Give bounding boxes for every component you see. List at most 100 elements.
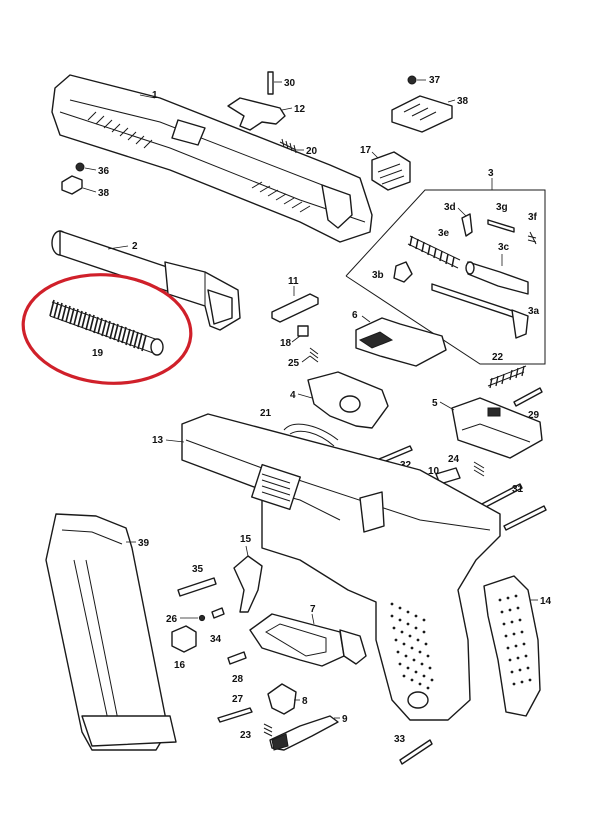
label-33: 33 <box>394 734 406 745</box>
part-28 <box>227 651 247 665</box>
label-18: 18 <box>280 338 292 349</box>
slide-serrations <box>87 111 311 213</box>
label-11: 11 <box>288 276 299 287</box>
part-magazine <box>45 513 177 751</box>
part-34 <box>211 607 225 619</box>
label-14: 14 <box>540 596 552 607</box>
leader-2 <box>107 245 129 250</box>
label-13: 13 <box>152 435 164 446</box>
part-spring-25 <box>309 347 319 363</box>
label-24: 24 <box>448 454 460 465</box>
label-5: 5 <box>432 398 438 409</box>
label-6: 6 <box>352 310 358 321</box>
part-3c <box>465 261 529 295</box>
leader-18 <box>291 335 301 343</box>
part-rear-sight <box>61 175 83 195</box>
part-4 <box>307 371 389 429</box>
part-front-sight-block <box>391 95 453 133</box>
label-22: 22 <box>492 352 504 363</box>
label-32: 32 <box>400 460 412 471</box>
part-cover-17 <box>371 151 411 191</box>
part-3g <box>487 219 515 233</box>
label-3f: 3f <box>528 212 538 223</box>
part-9 <box>269 715 339 751</box>
part-slide-stop-11 <box>271 293 319 323</box>
part-trigger-bar-6 <box>355 317 447 367</box>
leader-38a <box>82 187 97 193</box>
leader-3d <box>457 207 467 217</box>
leader-6 <box>361 315 371 323</box>
label-39: 39 <box>138 538 150 549</box>
label-16: 16 <box>174 660 186 671</box>
subassembly-box-3 <box>345 189 546 365</box>
label-2: 2 <box>132 241 138 252</box>
part-26 <box>198 614 206 622</box>
part-3e-spring <box>407 235 461 269</box>
frame-grip-texture <box>390 602 434 690</box>
label-36: 36 <box>98 166 110 177</box>
label-3b: 3b <box>372 270 384 281</box>
label-19: 19 <box>92 348 104 359</box>
part-3d <box>461 213 473 237</box>
label-25: 25 <box>288 358 300 369</box>
leader-5 <box>439 401 455 411</box>
label-15: 15 <box>240 534 252 545</box>
label-3: 3 <box>488 168 494 179</box>
part-8 <box>267 683 297 715</box>
label-3a: 3a <box>528 306 540 317</box>
part-trigger-15 <box>233 555 263 613</box>
label-28: 28 <box>232 674 244 685</box>
leader-7 <box>311 613 315 625</box>
label-1: 1 <box>152 90 158 101</box>
part-16 <box>171 625 197 653</box>
label-23: 23 <box>240 730 252 741</box>
label-37: 37 <box>429 75 441 86</box>
label-3e: 3e <box>438 228 450 239</box>
label-10: 10 <box>428 466 440 477</box>
leader-36 <box>84 167 97 171</box>
part-27 <box>217 707 253 723</box>
part-pin-35 <box>177 577 217 597</box>
label-20: 20 <box>306 146 318 157</box>
part-recoil-spring <box>49 299 164 356</box>
label-4: 4 <box>290 390 296 401</box>
part-sight-pin <box>75 162 85 172</box>
leader-4 <box>297 393 313 399</box>
label-26: 26 <box>166 614 178 625</box>
label-34: 34 <box>210 634 222 645</box>
label-8: 8 <box>302 696 308 707</box>
label-9: 9 <box>342 714 348 725</box>
part-5 <box>451 397 543 459</box>
part-pin-30 <box>267 71 274 95</box>
label-27: 27 <box>232 694 244 705</box>
label-3c: 3c <box>498 242 510 253</box>
part-3f <box>527 231 537 245</box>
part-barrel <box>51 230 241 331</box>
part-extractor <box>227 97 286 131</box>
label-12: 12 <box>294 104 306 115</box>
part-spring-23 <box>263 723 273 737</box>
leader-38 <box>447 99 456 103</box>
part-7 <box>249 613 367 667</box>
label-31: 31 <box>512 484 524 495</box>
part-springs-22-coils <box>489 365 525 389</box>
leader-25 <box>301 355 311 363</box>
label-38a: 38 <box>98 188 110 199</box>
leader-15 <box>245 545 249 557</box>
label-3g: 3g <box>496 202 508 213</box>
label-17: 17 <box>360 145 372 156</box>
leader-13 <box>165 439 185 443</box>
part-spring-24 <box>473 461 485 477</box>
part-pin-29 <box>513 387 543 407</box>
part-extractor-spring <box>279 138 297 154</box>
part-backstrap <box>483 575 541 717</box>
part-screw-37 <box>407 75 417 85</box>
highlight-circle <box>21 273 193 385</box>
label-38: 38 <box>457 96 469 107</box>
part-18 <box>297 325 309 337</box>
leader-12 <box>281 107 293 111</box>
label-29: 29 <box>528 410 540 421</box>
part-frame <box>181 413 501 721</box>
